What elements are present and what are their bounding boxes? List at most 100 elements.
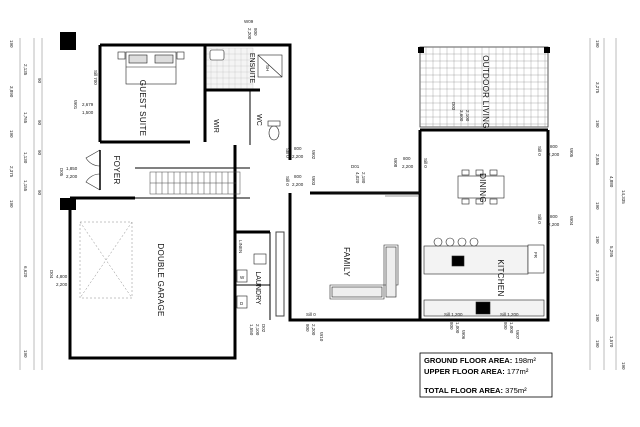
svg-text:90: 90 [37,78,42,84]
svg-text:W01: W01 [73,100,78,110]
svg-text:6,620: 6,620 [23,266,28,278]
svg-text:Sill 0: Sill 0 [423,158,428,168]
opening-w03: Sill 0 800 2,200 W03 [285,174,316,187]
svg-text:W08: W08 [393,158,398,168]
right-dimension-chain: 190 3,275 190 2,555 4,880 190 14,335 5,2… [595,40,626,370]
room-laundry: LAUNDRY [254,271,261,305]
svg-text:2,200: 2,200 [56,282,68,287]
svg-text:1,000: 1,000 [455,322,460,334]
svg-text:190: 190 [595,202,600,210]
stairs [149,171,241,195]
svg-text:190: 190 [621,362,626,370]
room-w: W [240,275,245,280]
svg-text:2,200: 2,200 [548,222,560,227]
svg-text:W04: W04 [569,216,574,226]
sofa [329,244,399,300]
room-guest-suite: GUEST SUITE [138,80,147,137]
dining-table [457,169,505,205]
svg-text:14,335: 14,335 [621,190,626,204]
svg-text:90: 90 [37,190,42,196]
svg-text:90: 90 [37,120,42,126]
svg-text:W07: W07 [515,330,520,340]
svg-text:800: 800 [294,146,302,151]
opening-w07: Sill 1,200 800 1,000 W07 [500,312,520,340]
area-summary: GROUND FLOOR AREA: 198m² UPPER FLOOR ARE… [424,355,552,396]
svg-text:2,200: 2,200 [292,154,304,159]
opening-w06: Sill 1,200 800 1,000 W06 [444,312,466,340]
svg-text:2,200: 2,200 [247,28,252,40]
garage-door-dashes [79,221,133,299]
svg-text:3,600: 3,600 [459,110,464,122]
svg-text:D01: D01 [351,164,360,169]
svg-text:190: 190 [595,40,600,48]
left-dimension-chain: 190 2,135 90 3,890 1,765 90 190 1,130 90… [9,40,42,358]
svg-text:2,200: 2,200 [402,164,414,169]
opening-w01: W01 Sill 700 2,679 1,500 [73,70,98,115]
svg-text:Sill 700: Sill 700 [93,70,98,85]
svg-text:190: 190 [9,40,14,48]
svg-text:W09: W09 [244,19,254,24]
svg-text:190: 190 [23,350,28,358]
svg-text:190: 190 [9,130,14,138]
area-table-frame [419,352,553,398]
svg-text:1,570: 1,570 [609,336,614,348]
svg-text:190: 190 [595,314,600,322]
svg-text:90: 90 [37,150,42,156]
svg-text:2,200: 2,200 [292,182,304,187]
bed [117,51,185,85]
room-wc: WC [255,114,262,126]
opening-d03: D03 3,600 2,100 [451,102,470,122]
opening-w02: Sill 0 800 2,200 W02 [285,146,316,160]
svg-text:D03: D03 [451,102,456,111]
svg-text:4,880: 4,880 [609,176,614,188]
svg-text:3,275: 3,275 [595,82,600,94]
svg-text:190: 190 [595,340,600,348]
svg-text:D04: D04 [49,270,54,279]
opening-w04: Sill 0 800 2,200 W04 [537,214,574,227]
svg-text:3,170: 3,170 [595,270,600,282]
kitchen-island [423,237,545,317]
foyer-door-swings [85,149,101,191]
opening-w08: W08 800 2,200 Sill 0 [393,156,428,169]
room-double-garage: DOUBLE GARAGE [156,243,165,316]
opening-d04: D04 4,800 2,200 [49,270,68,287]
room-linen: LINEN [238,240,243,253]
svg-text:5,295: 5,295 [609,246,614,258]
room-ensuite: ENSUITE [248,53,255,84]
svg-text:2,200: 2,200 [311,324,316,336]
svg-text:2,100: 2,100 [255,324,260,336]
svg-text:800: 800 [503,322,508,330]
sliding-door-d01 [330,192,420,197]
svg-text:800: 800 [305,324,310,332]
svg-text:800: 800 [550,144,558,149]
svg-text:W10: W10 [319,332,324,342]
svg-text:800: 800 [294,174,302,179]
outdoor-deck [419,46,549,128]
svg-text:2,375: 2,375 [9,166,14,178]
svg-text:1,130: 1,130 [23,152,28,164]
svg-text:Sill 0: Sill 0 [306,312,316,317]
svg-text:800: 800 [403,156,411,161]
svg-text:Sill 0: Sill 0 [285,148,290,158]
opening-w09: W09 800 2,200 [244,19,258,40]
svg-text:W06: W06 [461,330,466,340]
room-wir: WIR [212,119,219,133]
room-dining: DINING [478,173,487,203]
opening-w05: Sill 0 800 2,200 W05 [537,144,574,158]
svg-text:2,679: 2,679 [82,102,94,107]
svg-text:2,200: 2,200 [548,152,560,157]
opening-d02: 1,550 2,100 D02 [249,324,266,336]
opening-d01: D01 4,020 2,180 [351,164,366,184]
svg-text:1,550: 1,550 [249,324,254,336]
laundry-fixtures [236,253,267,309]
ensuite-fixtures [209,49,283,141]
svg-text:2,555: 2,555 [595,154,600,166]
svg-text:800: 800 [550,214,558,219]
svg-text:800: 800 [449,322,454,330]
room-d: D [240,301,244,306]
svg-text:2,135: 2,135 [23,64,28,76]
svg-text:Sill 1,200: Sill 1,200 [500,312,519,317]
room-kitchen: KITCHEN [496,259,505,296]
svg-text:4,800: 4,800 [56,274,68,279]
